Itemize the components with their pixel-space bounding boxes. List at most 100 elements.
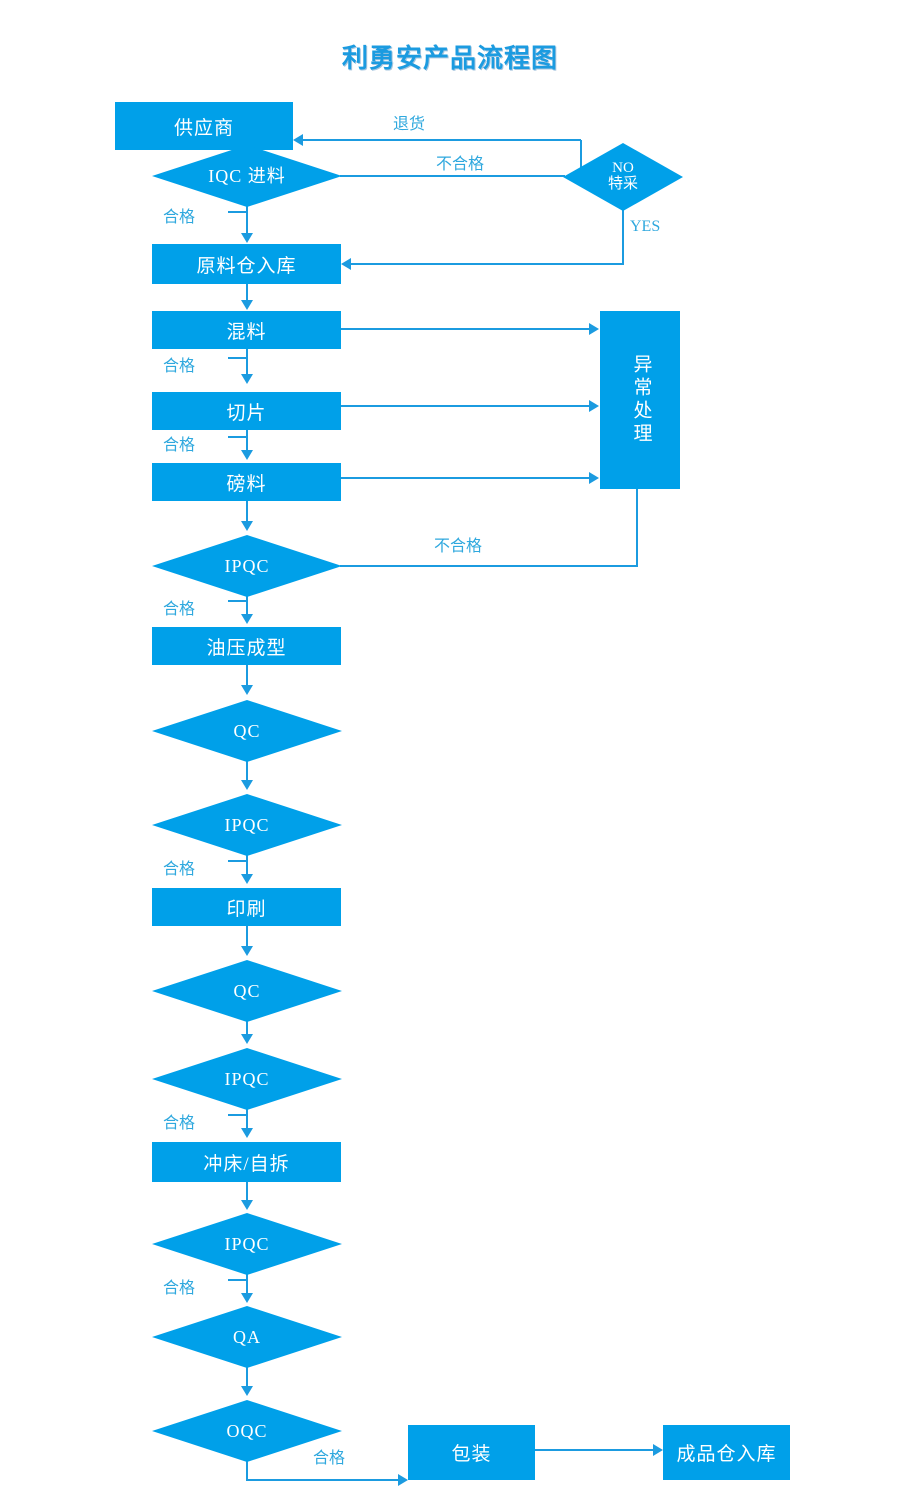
arrow-qc2-to-ipqc3 [241, 1034, 253, 1044]
edge-mixing-to-abnormal [341, 328, 589, 330]
node-iqc-label: IQC 进料 [208, 165, 286, 186]
node-slicing-label: 切片 [226, 402, 267, 424]
node-oqc-label: OQC [226, 1420, 268, 1441]
arrow-weighing-to-abnormal [589, 472, 599, 484]
edge-weighing-to-ipqc1 [246, 501, 248, 523]
edge-label-qualified-iqc: 合格 [163, 209, 196, 226]
node-mixing[interactable]: 混料 [152, 311, 341, 349]
node-mixing-label: 混料 [226, 321, 267, 343]
tick-qualified-ipqc4 [228, 1279, 246, 1281]
node-finished-warehouse-label: 成品仓入库 [676, 1444, 777, 1465]
node-special-purchase[interactable]: NO 特采 [563, 143, 683, 211]
arrow-forming-to-qc1 [241, 685, 253, 695]
edge-slicing-to-abnormal [341, 405, 589, 407]
node-packaging[interactable]: 包装 [408, 1425, 535, 1480]
node-qc-1-label: QC [233, 720, 261, 741]
edge-qualified-ipqc1 [246, 595, 248, 615]
node-ipqc-1[interactable]: IPQC [152, 535, 342, 597]
node-supplier[interactable]: 供应商 [115, 102, 293, 150]
node-material-warehouse-label: 原料仓入库 [196, 255, 297, 277]
node-qa-label: QA [233, 1326, 261, 1347]
arrow-warehouse-to-mixing [241, 300, 253, 310]
node-abnormal-handling-label: 异常处理 [630, 354, 652, 446]
tick-qualified-slicing [228, 436, 246, 438]
edge-label-qualified-slicing: 合格 [163, 437, 196, 454]
edge-return-horizontal [303, 139, 581, 141]
edge-qualified-oqc-horizontal [246, 1479, 398, 1481]
node-ipqc-4-label: IPQC [224, 1233, 270, 1254]
arrow-iqc-to-warehouse [241, 233, 253, 243]
arrow-slicing-to-abnormal [589, 400, 599, 412]
node-hydraulic-forming-label: 油压成型 [206, 637, 287, 659]
edge-label-unqualified-ipqc: 不合格 [434, 538, 483, 555]
edge-qualified-ipqc3 [246, 1108, 248, 1130]
edge-printing-to-qc2 [246, 926, 248, 948]
arrow-packaging-to-finished [653, 1444, 663, 1456]
node-slicing[interactable]: 切片 [152, 392, 341, 430]
node-ipqc-2[interactable]: IPQC [152, 794, 342, 856]
edge-label-qualified-ipqc1: 合格 [163, 601, 196, 618]
edge-qualified-iqc [246, 205, 248, 235]
arrow-ipqc2-to-printing [241, 874, 253, 884]
tick-qualified-ipqc2 [228, 860, 246, 862]
edge-label-yes: YES [630, 218, 661, 235]
node-hydraulic-forming[interactable]: 油压成型 [152, 627, 341, 665]
node-ipqc-4[interactable]: IPQC [152, 1213, 342, 1275]
node-oqc[interactable]: OQC [152, 1400, 342, 1462]
edge-label-qualified-ipqc4: 合格 [163, 1280, 196, 1297]
arrow-ipqc3-to-punch [241, 1128, 253, 1138]
tick-qualified-ipqc1 [228, 600, 246, 602]
node-qc-2[interactable]: QC [152, 960, 342, 1022]
arrow-return-to-supplier [293, 134, 303, 146]
edge-unqualified-ipqc-vertical [636, 489, 638, 567]
edge-qc2-to-ipqc3 [246, 1020, 248, 1036]
edge-label-qualified-mixing: 合格 [163, 358, 196, 375]
edge-qc1-to-ipqc2 [246, 760, 248, 782]
arrow-oqc-to-packaging [398, 1474, 408, 1486]
arrow-yes-to-warehouse [341, 258, 351, 270]
node-qc-1[interactable]: QC [152, 700, 342, 762]
tick-qualified-iqc [228, 211, 246, 213]
node-ipqc-1-label: IPQC [224, 555, 270, 576]
edge-return-vertical [580, 140, 582, 177]
edge-unqualified-iqc [340, 175, 565, 177]
node-printing[interactable]: 印刷 [152, 888, 341, 926]
page-title: 利勇安产品流程图 [341, 44, 558, 74]
edge-label-qualified-oqc: 合格 [313, 1450, 346, 1467]
edge-punch-to-ipqc4 [246, 1182, 248, 1202]
edge-qualified-slicing [246, 430, 248, 452]
edge-label-qualified-ipqc3: 合格 [163, 1115, 196, 1132]
edge-unqualified-ipqc-horizontal [340, 565, 638, 567]
edge-yes-horizontal [351, 263, 624, 265]
node-supplier-label: 供应商 [173, 117, 234, 139]
node-punch-disassemble[interactable]: 冲床/自拆 [152, 1142, 341, 1182]
edge-qualified-ipqc2 [246, 854, 248, 876]
tick-qualified-mixing [228, 357, 246, 359]
arrow-slicing-to-weighing [241, 450, 253, 460]
edge-yes-vertical [622, 208, 624, 265]
arrow-punch-to-ipqc4 [241, 1200, 253, 1210]
node-material-warehouse[interactable]: 原料仓入库 [152, 244, 341, 284]
arrow-ipqc1-to-forming [241, 614, 253, 624]
edge-weighing-to-abnormal [341, 477, 589, 479]
node-abnormal-handling[interactable]: 异常处理 [600, 311, 680, 489]
arrow-ipqc4-to-qa [241, 1293, 253, 1303]
edge-label-unqualified-iqc: 不合格 [436, 156, 485, 173]
edge-forming-to-qc1 [246, 665, 248, 687]
arrow-qc1-to-ipqc2 [241, 780, 253, 790]
edge-warehouse-to-mixing [246, 284, 248, 302]
arrow-printing-to-qc2 [241, 946, 253, 956]
node-qa[interactable]: QA [152, 1306, 342, 1368]
node-finished-warehouse[interactable]: 成品仓入库 [663, 1425, 790, 1480]
edge-label-qualified-ipqc2: 合格 [163, 861, 196, 878]
arrow-mixing-to-abnormal [589, 323, 599, 335]
node-weighing-label: 磅料 [226, 473, 267, 495]
tick-qualified-ipqc3 [228, 1114, 246, 1116]
arrow-weighing-to-ipqc1 [241, 521, 253, 531]
arrow-qa-to-oqc [241, 1386, 253, 1396]
node-iqc[interactable]: IQC 进料 [152, 145, 342, 207]
node-special-purchase-label: NO 特采 [607, 160, 638, 192]
node-ipqc-3[interactable]: IPQC [152, 1048, 342, 1110]
node-weighing[interactable]: 磅料 [152, 463, 341, 501]
